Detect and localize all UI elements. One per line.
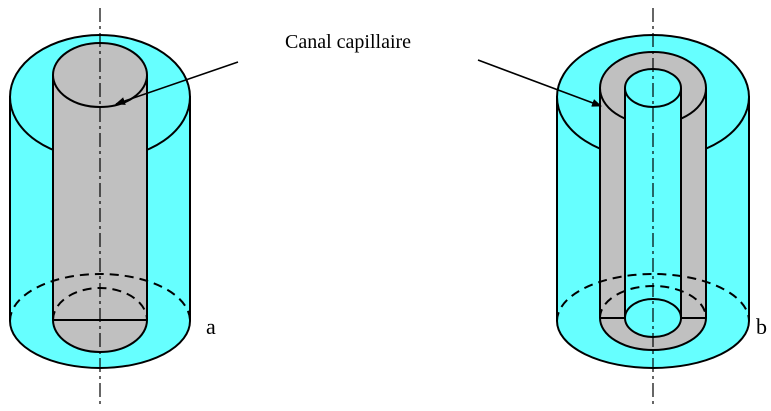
- figure-a-label: a: [206, 314, 216, 339]
- figure-b-label: b: [756, 314, 767, 339]
- figure-b: [556, 8, 750, 405]
- callout: Canal capillaire: [115, 31, 602, 107]
- figure-a-outer-bottom-hidden-arc: [9, 273, 191, 322]
- callout-arrow-b: [477, 59, 602, 107]
- figure-a: [9, 8, 191, 405]
- callout-arrow-a: [115, 61, 239, 105]
- callout-label: Canal capillaire: [285, 31, 411, 53]
